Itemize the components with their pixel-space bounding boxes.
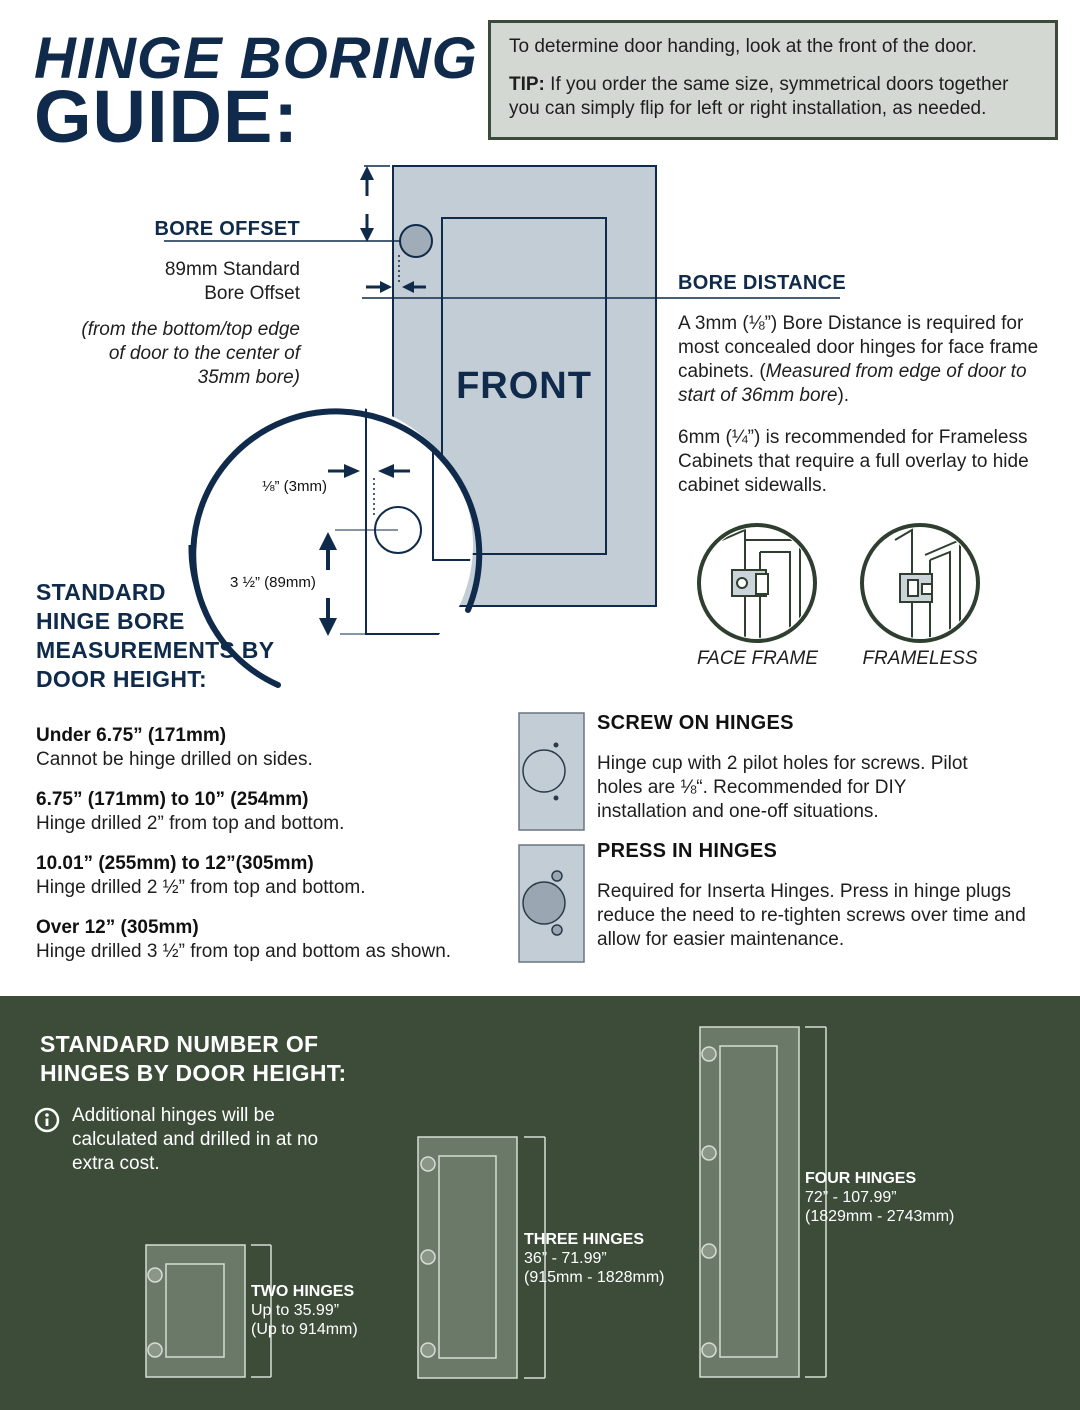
door-inner-panel [441,217,607,555]
measurement-desc: Hinge drilled 2” from top and bottom. [36,813,345,834]
screw-on-hinge-icon [518,712,585,831]
measurements-heading-line: DOOR HEIGHT: [36,666,207,692]
hinge-count-info: Additional hinges will be calculated and… [72,1105,319,1174]
hinge-count-heading-line: STANDARD NUMBER OF [40,1031,319,1057]
frameless-icon [860,523,980,643]
measurement-desc: Hinge drilled 2 ½” from top and bottom. [36,877,366,898]
page-title-line2: GUIDE: [34,75,299,158]
measurements-heading-line: HINGE BORE [36,608,185,634]
bore-offset-line1: 89mm Standard [164,259,300,280]
door-diagram [164,165,980,963]
hinge-count-heading: STANDARD NUMBER OF HINGES BY DOOR HEIGHT… [40,1030,347,1088]
bore-distance-paragraph2: 6mm (¼”) is recommended for Frameless Ca… [678,427,1029,496]
measurement-range: 10.01” (255mm) to 12”(305mm) [36,853,314,874]
measurements-heading: STANDARD HINGE BORE MEASUREMENTS BY DOOR… [36,578,274,694]
bore-distance-heading: BORE DISTANCE [678,272,846,294]
page-title-line1: HINGE BORING [34,26,478,91]
frameless-label: FRAMELESS [862,648,978,669]
door-four-hinges [699,1026,827,1378]
door-label: TWO HINGES [251,1283,355,1300]
bore-offset-line2: Bore Offset [204,283,300,304]
hinge-count-heading-line: HINGES BY DOOR HEIGHT: [40,1060,347,1086]
bore-offset-note3: 35mm bore) [197,367,300,388]
face-frame-icon [697,523,817,643]
tip-intro: To determine door handing, look at the f… [509,36,977,57]
bore-distance-p1c: ). [837,385,850,406]
measurement-range: Over 12” (305mm) [36,917,199,938]
list-item: 6.75” (171mm) to 10” (254mm) Hinge drille… [36,788,506,836]
door-metric: (Up to 914mm) [251,1321,358,1338]
door-range: 36” - 71.99” [524,1250,607,1267]
door-range: 72” - 107.99” [805,1189,897,1206]
press-in-hinge-icon [518,844,585,963]
detail-distance-label: ⅛” (3mm) [262,478,327,495]
door-label: FOUR HINGES [805,1170,917,1187]
measurements-heading-line: STANDARD [36,579,166,605]
four-hinges-label: FOUR HINGES 72” - 107.99” (1829mm - 2743… [805,1169,954,1226]
list-item: 10.01” (255mm) to 12”(305mm) Hinge drille… [36,852,506,900]
door-three-hinges [417,1136,546,1379]
door-range: Up to 35.99” [251,1302,340,1319]
press-in-text: Required for Inserta Hinges. Press in hi… [597,881,1026,950]
bore-hole [399,224,433,258]
door-label: THREE HINGES [524,1231,645,1248]
door-metric: (1829mm - 2743mm) [805,1208,955,1225]
hinge-doors-diagram [145,1026,827,1379]
list-item: Under 6.75” (171mm) Cannot be hinge drill… [36,724,506,772]
bore-distance-paragraph1: A 3mm (⅛”) Bore Distance is required for… [678,312,1068,408]
tip-label: TIP: [509,74,545,95]
press-in-heading: PRESS IN HINGES [597,840,778,862]
info-icon [34,1107,60,1133]
three-hinges-label: THREE HINGES 36” - 71.99” (915mm - 1828m… [524,1230,664,1287]
measurement-range: 6.75” (171mm) to 10” (254mm) [36,789,309,810]
bore-distance-p1a: A 3mm (⅛”) Bore Distance is required for… [678,313,1039,382]
screw-on-text: Hinge cup with 2 pilot holes for screws.… [597,753,968,822]
door-metric: (915mm - 1828mm) [524,1269,665,1286]
measurements-list: Under 6.75” (171mm) Cannot be hinge drill… [36,724,506,980]
bore-offset-note2: of door to the center of [108,343,300,364]
door-two-hinges [145,1244,272,1378]
list-item: Over 12” (305mm) Hinge drilled 3 ½” from … [36,916,506,964]
bore-offset-note1: (from the bottom/top edge [81,319,300,340]
tip-text: TIP: If you order the same size, symmetr… [509,73,1037,121]
face-frame-label: FACE FRAME [696,648,819,669]
tip-box: To determine door handing, look at the f… [488,20,1058,140]
detail-offset-label: 3 ½” (89mm) [230,574,316,591]
screw-on-heading: SCREW ON HINGES [597,712,794,734]
two-hinges-label: TWO HINGES Up to 35.99” (Up to 914mm) [251,1282,358,1339]
measurements-heading-line: MEASUREMENTS BY [36,637,275,663]
door-front-label: FRONT [456,365,592,407]
bore-offset-heading: BORE OFFSET [154,218,300,240]
measurement-desc: Hinge drilled 3 ½” from top and bottom a… [36,941,452,962]
bore-distance-p1b: Measured from edge of door to start of 3… [678,361,1027,406]
tip-body: If you order the same size, symmetrical … [509,74,1009,119]
measurement-range: Under 6.75” (171mm) [36,725,227,746]
measurement-desc: Cannot be hinge drilled on sides. [36,749,313,770]
